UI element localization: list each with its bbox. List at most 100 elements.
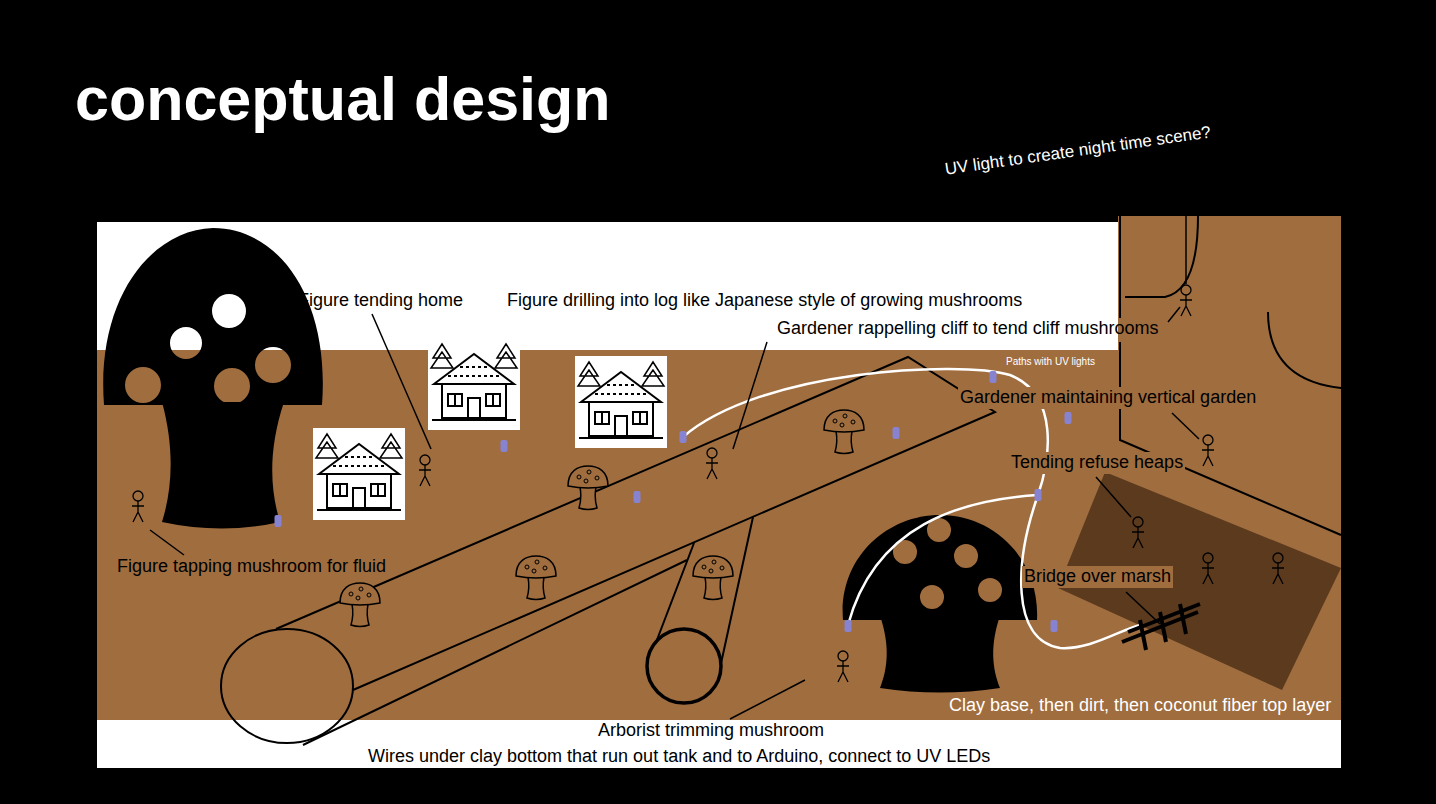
figure-body: [1180, 295, 1192, 316]
annotation-label: Paths with UV lights: [1004, 356, 1097, 368]
leader-line: [733, 342, 767, 449]
small-mushroom-stem: [351, 604, 369, 627]
stick-figure: [1202, 435, 1214, 466]
annotation-label: Figure drilling into log like Japanese s…: [505, 290, 1024, 312]
cap-dots: [833, 414, 855, 427]
uv-led: [1035, 489, 1042, 501]
door-windows: [432, 394, 516, 420]
uv-led: [680, 431, 687, 443]
giant-mushroom-cap: [843, 515, 1038, 620]
small-mushroom-cap: [568, 466, 608, 488]
figure-head: [1273, 553, 1283, 563]
figure-body: [1202, 445, 1214, 466]
figure-head: [707, 448, 717, 458]
house-icon: [428, 338, 520, 430]
small-mushroom: [824, 410, 864, 454]
figure-head: [1203, 553, 1213, 563]
figure-body: [419, 465, 431, 486]
small-mushroom-cap: [693, 556, 733, 578]
construction-note: Clay base, then dirt, then coconut fiber…: [947, 695, 1333, 717]
annotation-label: Tending refuse heaps: [1009, 452, 1185, 474]
uv-led: [893, 427, 900, 439]
figure-body: [837, 661, 849, 682]
figure-head: [133, 491, 143, 501]
annotation-label: Gardener rappelling cliff to tend cliff …: [775, 318, 1161, 340]
giant-mushroom-cap: [103, 228, 323, 405]
leader-line: [1168, 307, 1180, 322]
small-mushroom-stem: [579, 487, 597, 510]
cliff-ledge: [1125, 216, 1198, 297]
house-walls: [442, 384, 506, 418]
annotation-label: Gardener maintaining vertical garden: [958, 387, 1258, 409]
small-mushroom-stem: [835, 431, 853, 454]
house-roof: [581, 372, 661, 402]
small-mushroom: [340, 583, 380, 627]
small-mushroom-stem: [527, 577, 545, 600]
cap-dots: [349, 587, 371, 600]
giant-mushroom-stem: [880, 616, 1000, 693]
figure-head: [838, 651, 848, 661]
door-windows: [579, 412, 663, 438]
stick-figure: [706, 448, 718, 479]
uv-path: [683, 369, 1140, 648]
stick-figure: [1272, 553, 1284, 584]
door-windows: [317, 484, 401, 510]
ground-panel: [97, 350, 1341, 720]
base-strip: [97, 720, 1341, 768]
uv-path: [848, 495, 1038, 625]
house-walls: [327, 474, 391, 508]
figure-head: [1203, 435, 1213, 445]
cliff-edge: [1120, 216, 1341, 535]
house-roof: [319, 444, 399, 474]
house-bg: [575, 356, 667, 448]
stick-figure: [1180, 285, 1192, 316]
leader-line: [1172, 413, 1199, 439]
uv-led: [501, 440, 508, 452]
house-bg: [428, 338, 520, 430]
figure-body: [132, 501, 144, 522]
small-mushroom-cap: [516, 556, 556, 578]
figure-body: [1202, 563, 1214, 584]
small-log-end: [647, 629, 721, 703]
uv-led: [845, 620, 852, 632]
roof-shingles: [448, 367, 500, 376]
roof-shingles: [595, 385, 647, 394]
stick-figure: [1132, 517, 1144, 548]
stick-figure: [837, 651, 849, 682]
small-mushroom-cap: [340, 583, 380, 605]
uv-led: [1065, 412, 1072, 424]
stick-figure: [132, 491, 144, 522]
uv-led: [634, 491, 641, 503]
stick-figure: [419, 455, 431, 486]
roof-shingles: [333, 457, 385, 466]
construction-note: Wires under clay bottom that run out tan…: [366, 746, 992, 768]
small-mushroom: [516, 556, 556, 600]
figure-head: [1181, 285, 1191, 295]
leader-line: [150, 530, 184, 555]
cap-dots: [525, 560, 547, 573]
house-icon: [575, 356, 667, 448]
figure-head: [1133, 517, 1143, 527]
annotation-label: Figure tapping mushroom for fluid: [115, 556, 388, 578]
leader-line: [730, 680, 805, 719]
figure-body: [706, 458, 718, 479]
leader-line: [372, 314, 431, 449]
small-mushroom: [693, 556, 733, 600]
small-mushroom-stem: [704, 577, 722, 600]
house-walls: [589, 402, 653, 436]
cap-dots: [577, 470, 599, 483]
giant-mushroom-stem: [162, 402, 284, 529]
house-icon: [313, 428, 405, 520]
house-bg: [313, 428, 405, 520]
uv-led: [990, 371, 997, 383]
small-mushroom: [568, 466, 608, 510]
big-log-end: [221, 629, 353, 743]
annotation-label: Arborist trimming mushroom: [596, 720, 826, 742]
house-roof: [434, 354, 514, 384]
figure-body: [1272, 563, 1284, 584]
small-mushroom-cap: [824, 410, 864, 432]
uv-led: [1051, 620, 1058, 632]
cap-dots: [702, 560, 724, 573]
figure-head: [420, 455, 430, 465]
